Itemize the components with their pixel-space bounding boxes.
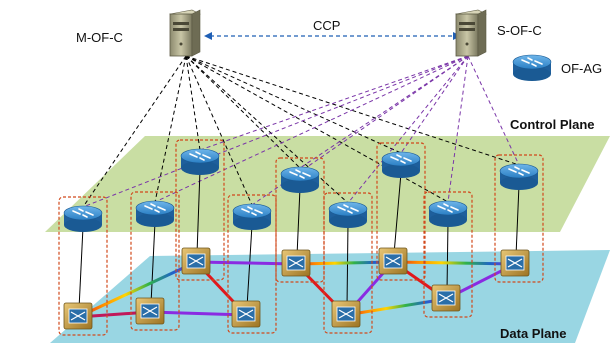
router-icon [381, 151, 421, 178]
agent-box [494, 154, 544, 283]
legend-agent-label: OF-AG [561, 61, 603, 76]
router-icon [280, 166, 320, 193]
slave-link [400, 55, 469, 154]
router-icon [428, 200, 468, 227]
agent-switch-line [246, 224, 253, 308]
slave-controller-label: S-OF-C [497, 23, 542, 38]
master-controller-icon [169, 9, 201, 57]
optical-switch-icon [500, 249, 530, 277]
master-controller-links [82, 55, 520, 208]
agent-switch-line [296, 187, 301, 257]
data-link [392, 260, 516, 266]
data-link [295, 260, 394, 266]
optical-switch-icon [331, 300, 361, 328]
agent-switch-line [346, 222, 349, 308]
control-plane-label: Control Plane [510, 117, 595, 132]
agent-switch-line [446, 221, 449, 292]
data-plane-label: Data Plane [500, 326, 567, 341]
master-link [154, 55, 187, 203]
master-link [185, 55, 301, 169]
master-controller-label: M-OF-C [76, 30, 123, 45]
optical-switch-icon [181, 247, 211, 275]
router-icon [135, 200, 175, 227]
agent-switch-line [515, 184, 520, 257]
slave-controller-links [82, 55, 520, 208]
slave-link [154, 55, 469, 203]
slave-link [467, 55, 520, 166]
master-link [185, 55, 402, 154]
router-icon [328, 201, 368, 228]
agent-box [376, 142, 426, 281]
agent-switch-links [78, 169, 520, 310]
agent-switch-line [78, 226, 84, 310]
data-link [195, 260, 297, 266]
slave-link [82, 55, 469, 208]
optical-switch-icon [378, 247, 408, 275]
agent-box [130, 191, 180, 331]
ccp-arrow-left [204, 32, 212, 40]
master-link [185, 55, 520, 166]
agent-box [423, 191, 473, 318]
slave-link [299, 55, 469, 169]
ccp-label: CCP [313, 18, 341, 33]
agent-switch-line [150, 221, 156, 305]
router-icon [499, 163, 539, 190]
optical-switch-icon [431, 284, 461, 312]
router-icon [232, 203, 272, 230]
optical-switch-icon [231, 300, 261, 328]
agent-switch-line [196, 169, 201, 255]
agent-box [175, 139, 225, 281]
agent-box [275, 157, 325, 283]
router-icon [63, 205, 103, 232]
optical-switch-icon [135, 297, 165, 325]
data-link [149, 310, 247, 317]
master-link [185, 55, 449, 203]
optical-switch-icon [281, 249, 311, 277]
master-link [185, 55, 349, 204]
agent-boxes [58, 139, 544, 336]
slave-link [199, 55, 469, 151]
agent-box [323, 192, 373, 334]
master-link [185, 55, 201, 151]
agent-switch-line [393, 172, 402, 255]
agent-box [58, 196, 108, 336]
master-link [185, 55, 253, 206]
master-link [82, 55, 187, 208]
router-icon [180, 148, 220, 175]
router-icon [512, 54, 552, 81]
agent-box [227, 194, 277, 334]
slave-link [447, 55, 469, 203]
optical-switch-icon [63, 302, 93, 330]
slave-link [347, 55, 469, 204]
data-link [345, 297, 447, 317]
slave-controller-icon [455, 9, 487, 57]
